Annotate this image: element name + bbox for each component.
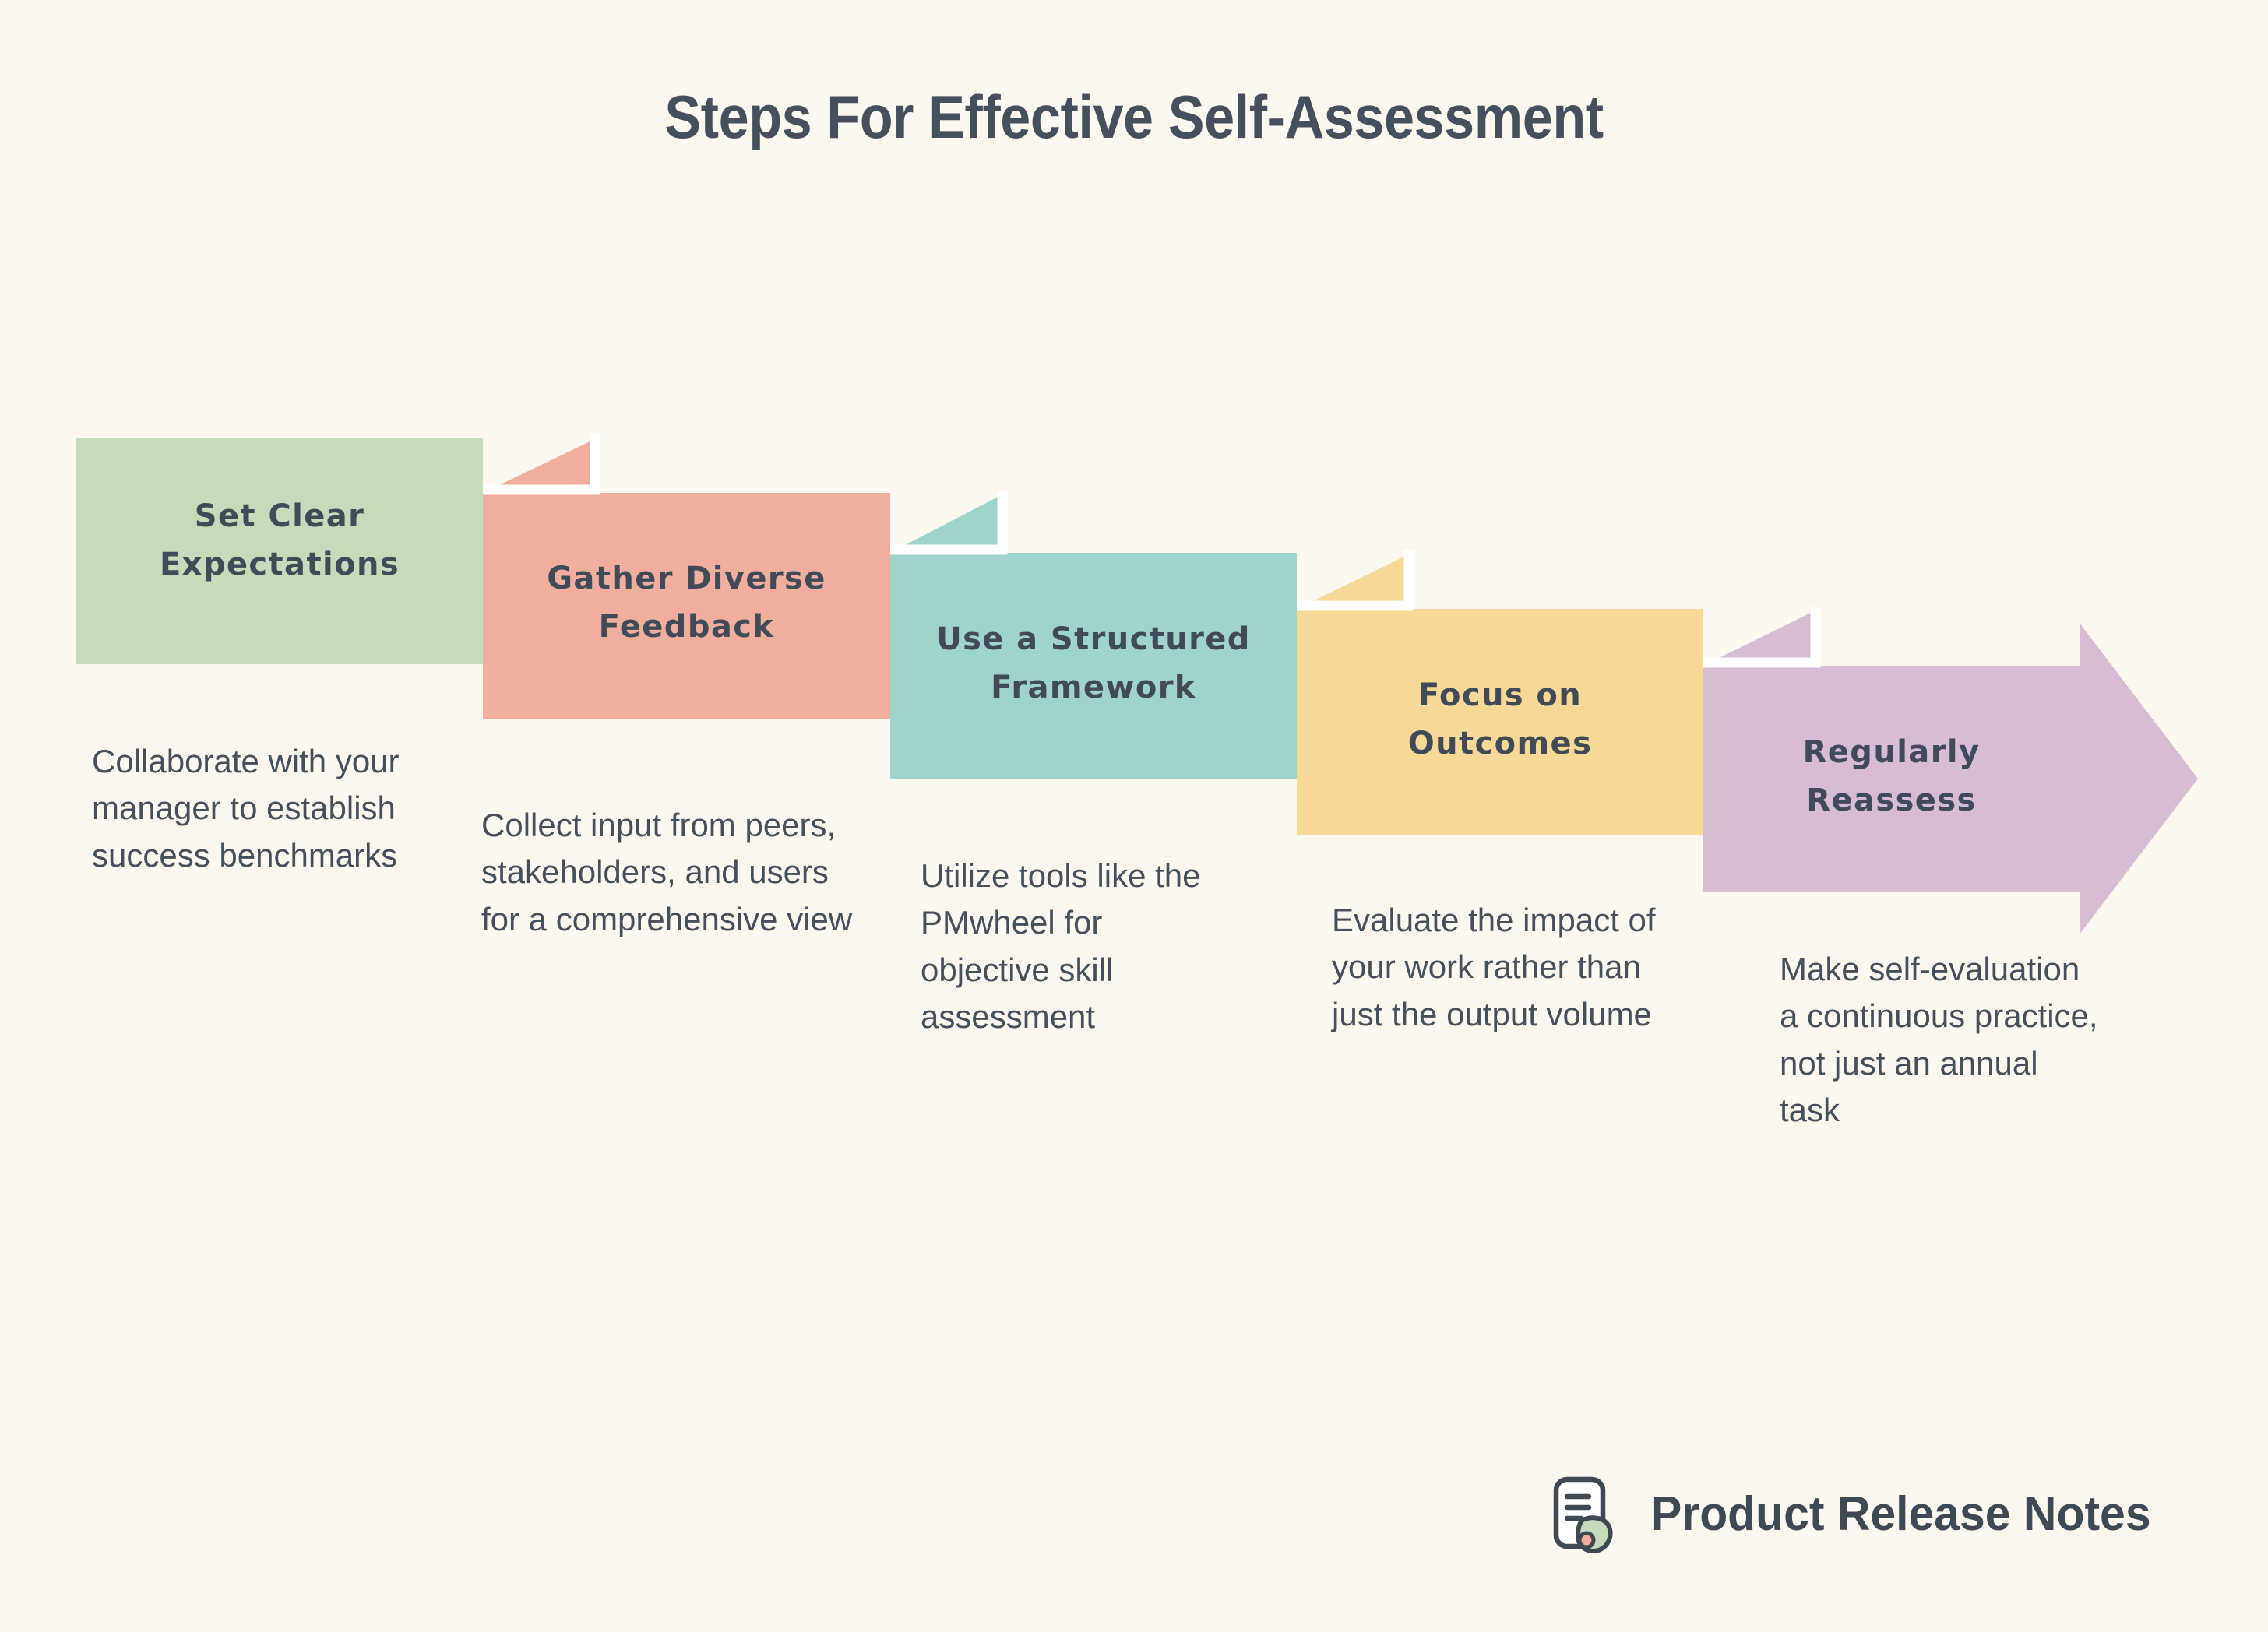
process-arrow-diagram xyxy=(76,434,2198,934)
step-shape-1[interactable] xyxy=(76,438,483,664)
step-description-3: Utilize tools like the PMwheel for objec… xyxy=(921,857,1201,1036)
step-description-5: Make self-evaluation a continuous practi… xyxy=(1780,951,2098,1129)
step-description-2: Collect input from peers, stakeholders, … xyxy=(481,807,853,937)
step-shape-5[interactable] xyxy=(1703,607,2198,934)
brand-name: Product Release Notes xyxy=(1651,1486,2151,1541)
step-shape-4[interactable] xyxy=(1297,550,1703,835)
page-title: Steps For Effective Self-Assessment xyxy=(664,83,1604,151)
step-shape-3[interactable] xyxy=(890,491,1297,779)
step-shape-2[interactable] xyxy=(483,434,890,719)
step-description-1: Collaborate with your manager to establi… xyxy=(92,743,400,874)
brand-logo[interactable]: Product Release Notes xyxy=(1548,1470,2177,1557)
step-description-4: Evaluate the impact of your work rather … xyxy=(1332,902,1656,1032)
document-notes-icon xyxy=(1553,1476,1613,1553)
